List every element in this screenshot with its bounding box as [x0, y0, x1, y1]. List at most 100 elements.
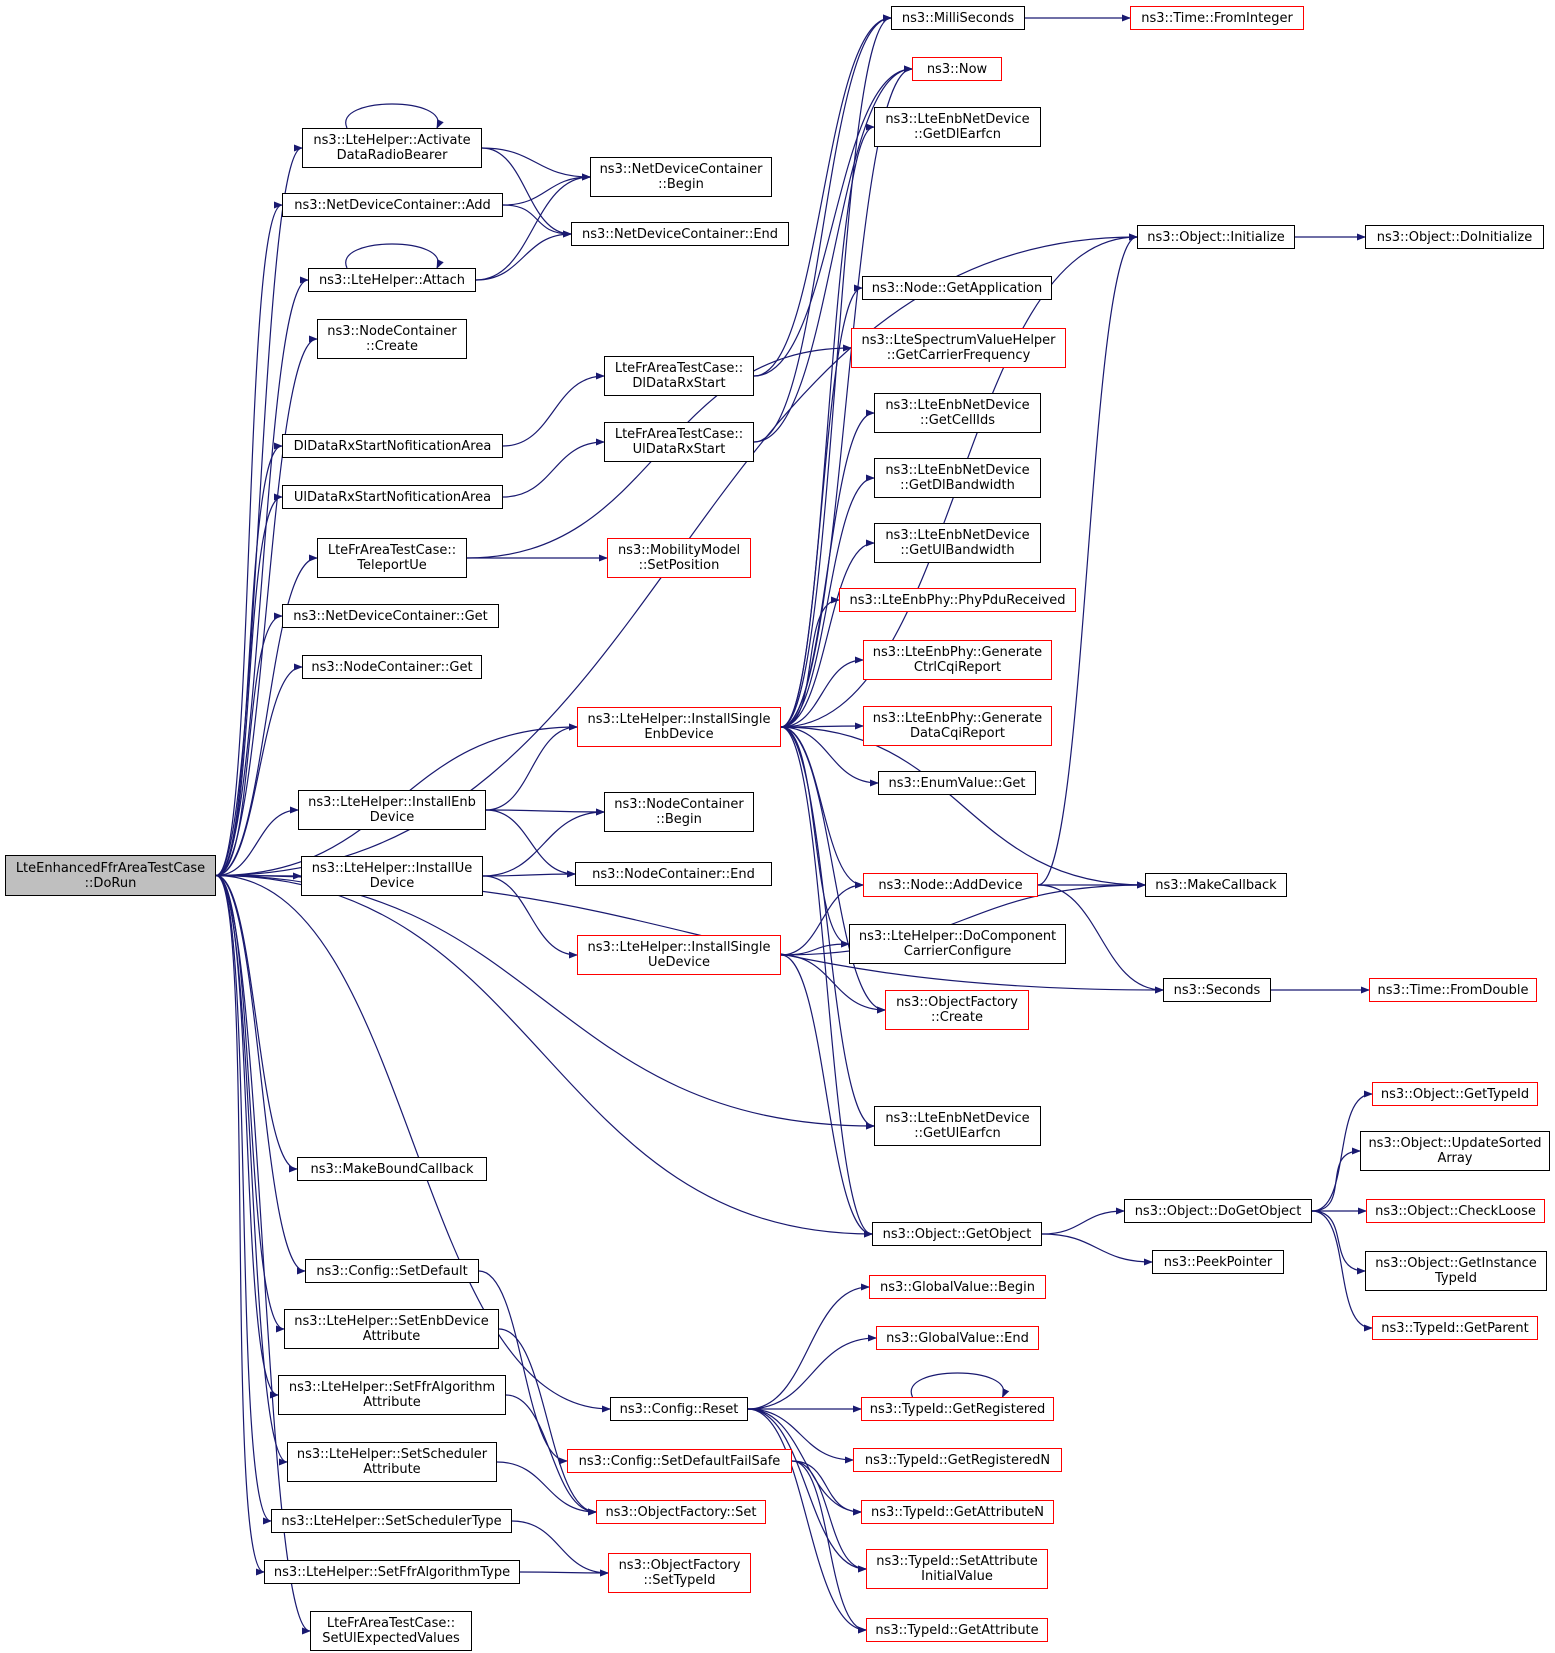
node-ndc-begin[interactable]: ns3::NetDeviceContainer ::Begin — [590, 157, 772, 197]
node-ul-rx-start[interactable]: LteFrAreaTestCase:: UlDataRxStart — [604, 422, 754, 462]
edge-cfg-reset-to-gv-end — [747, 1334, 877, 1410]
edge-layer — [215, 14, 1373, 1635]
node-node-getapp[interactable]: ns3::Node::GetApplication — [862, 276, 1052, 300]
node-gen-ctrl-cqi[interactable]: ns3::LteEnbPhy::Generate CtrlCqiReport — [863, 640, 1052, 680]
node-tid-getregistered[interactable]: ns3::TypeId::GetRegistered — [861, 1397, 1054, 1421]
node-milliseconds[interactable]: ns3::MilliSeconds — [891, 6, 1025, 30]
node-now[interactable]: ns3::Now — [912, 57, 1002, 81]
edge-attach-to-ndc-begin — [475, 173, 591, 281]
node-do-cc-config[interactable]: ns3::LteHelper::DoComponent CarrierConfi… — [849, 924, 1066, 964]
edge-install-single-enb-to-node-getapp — [780, 284, 863, 728]
node-nc-end[interactable]: ns3::NodeContainer::End — [575, 862, 772, 886]
node-gv-end[interactable]: ns3::GlobalValue::End — [876, 1326, 1039, 1350]
node-of-set[interactable]: ns3::ObjectFactory::Set — [596, 1500, 766, 1524]
node-set-ul-expected[interactable]: LteFrAreaTestCase:: SetUlExpectedValues — [310, 1611, 472, 1651]
node-tid-getregisteredn[interactable]: ns3::TypeId::GetRegisteredN — [853, 1448, 1062, 1472]
edge-ndc-add-to-ndc-end — [502, 204, 572, 238]
node-gen-data-cqi[interactable]: ns3::LteEnbPhy::Generate DataCqiReport — [863, 706, 1052, 746]
node-set-sched-type[interactable]: ns3::LteHelper::SetSchedulerType — [271, 1509, 512, 1533]
node-install-single-ue[interactable]: ns3::LteHelper::InstallSingle UeDevice — [577, 935, 781, 975]
edge-activate-to-activate — [345, 103, 444, 129]
node-get-cellids[interactable]: ns3::LteEnbNetDevice ::GetCellIds — [874, 393, 1041, 433]
node-tid-getattrn[interactable]: ns3::TypeId::GetAttributeN — [861, 1500, 1054, 1524]
node-ul-notif[interactable]: UlDataRxStartNofiticationArea — [282, 485, 503, 509]
node-set-enb-attr[interactable]: ns3::LteHelper::SetEnbDevice Attribute — [284, 1309, 499, 1349]
node-teleport[interactable]: LteFrAreaTestCase:: TeleportUe — [317, 538, 467, 578]
node-of-create[interactable]: ns3::ObjectFactory ::Create — [885, 990, 1029, 1030]
edge-ul-notif-to-ul-rx-start — [502, 438, 605, 498]
node-attach[interactable]: ns3::LteHelper::Attach — [308, 268, 476, 292]
edge-node-adddevice-to-seconds — [1037, 884, 1164, 994]
node-cfg-reset[interactable]: ns3::Config::Reset — [610, 1397, 748, 1421]
edge-set-enb-attr-to-of-set — [498, 1328, 597, 1516]
edge-set-ffr-attr-to-of-set — [505, 1394, 597, 1516]
node-spectrum-carrier[interactable]: ns3::LteSpectrumValueHelper ::GetCarrier… — [851, 328, 1066, 368]
node-peekpointer[interactable]: ns3::PeekPointer — [1152, 1250, 1284, 1274]
node-dl-notif[interactable]: DlDataRxStartNofiticationArea — [282, 434, 503, 458]
edge-activate-to-ndc-begin — [481, 147, 591, 181]
node-enum-get[interactable]: ns3::EnumValue::Get — [878, 771, 1036, 795]
node-nc-get[interactable]: ns3::NodeContainer::Get — [302, 655, 482, 679]
edge-root-to-get-ul-earfcn — [215, 874, 875, 1130]
node-time-fromdouble[interactable]: ns3::Time::FromDouble — [1369, 978, 1537, 1002]
node-obj-initialize[interactable]: ns3::Object::Initialize — [1137, 225, 1295, 249]
node-obj-gettypeid[interactable]: ns3::Object::GetTypeId — [1372, 1082, 1538, 1106]
edge-install-single-enb-to-get-ul-bw — [780, 539, 875, 728]
edge-node-adddevice-to-obj-initialize — [1037, 233, 1138, 886]
node-of-settypeid[interactable]: ns3::ObjectFactory ::SetTypeId — [608, 1553, 751, 1593]
node-tid-getattr[interactable]: ns3::TypeId::GetAttribute — [866, 1618, 1048, 1642]
node-ndc-get[interactable]: ns3::NetDeviceContainer::Get — [282, 604, 499, 628]
node-cfg-setdefault[interactable]: ns3::Config::SetDefault — [305, 1259, 479, 1283]
node-activate[interactable]: ns3::LteHelper::Activate DataRadioBearer — [302, 128, 482, 168]
node-obj-doinitialize[interactable]: ns3::Object::DoInitialize — [1365, 225, 1544, 249]
edge-cfg-reset-to-tid-getregisteredn — [747, 1408, 854, 1464]
edge-install-single-ue-to-node-adddevice — [780, 881, 864, 956]
node-get-object[interactable]: ns3::Object::GetObject — [872, 1222, 1042, 1246]
edge-root-to-ul-notif — [215, 493, 283, 877]
node-nc-begin[interactable]: ns3::NodeContainer ::Begin — [604, 792, 754, 832]
edge-cfg-reset-to-tid-setattrinit — [747, 1408, 867, 1573]
node-tid-getparent[interactable]: ns3::TypeId::GetParent — [1372, 1316, 1538, 1340]
edge-get-object-to-peekpointer — [1041, 1233, 1153, 1266]
node-seconds[interactable]: ns3::Seconds — [1163, 978, 1271, 1002]
node-phy-pdu[interactable]: ns3::LteEnbPhy::PhyPduReceived — [839, 588, 1076, 612]
node-gv-begin[interactable]: ns3::GlobalValue::Begin — [869, 1275, 1046, 1299]
node-install-enb[interactable]: ns3::LteHelper::InstallEnb Device — [298, 790, 486, 830]
node-time-frominteger[interactable]: ns3::Time::FromInteger — [1130, 6, 1304, 30]
node-ndc-add[interactable]: ns3::NetDeviceContainer::Add — [282, 193, 503, 217]
edge-root-to-set-enb-attr — [215, 874, 285, 1333]
edge-install-single-enb-to-get-cellids — [780, 409, 875, 728]
edge-attach-to-ndc-end — [475, 230, 572, 281]
node-set-ffr-attr[interactable]: ns3::LteHelper::SetFfrAlgorithm Attribut… — [278, 1375, 506, 1415]
node-set-ffr-type[interactable]: ns3::LteHelper::SetFfrAlgorithmType — [264, 1560, 520, 1584]
node-mobility-setpos[interactable]: ns3::MobilityModel ::SetPosition — [607, 538, 751, 578]
node-make-bound[interactable]: ns3::MakeBoundCallback — [297, 1157, 487, 1181]
edge-install-single-enb-to-make-callback — [780, 726, 1146, 889]
node-install-ue[interactable]: ns3::LteHelper::InstallUe Device — [301, 856, 483, 896]
node-obj-checkloose[interactable]: ns3::Object::CheckLoose — [1366, 1199, 1545, 1223]
node-get-ul-bw[interactable]: ns3::LteEnbNetDevice ::GetUlBandwidth — [874, 523, 1041, 563]
node-get-dl-earfcn[interactable]: ns3::LteEnbNetDevice ::GetDlEarfcn — [874, 107, 1041, 147]
edge-root-to-set-ffr-type — [215, 874, 265, 1576]
node-obj-getinstance[interactable]: ns3::Object::GetInstance TypeId — [1365, 1251, 1547, 1291]
node-set-sched-attr[interactable]: ns3::LteHelper::SetScheduler Attribute — [287, 1442, 497, 1482]
edge-root-to-get-object — [215, 874, 873, 1238]
node-get-dl-bw[interactable]: ns3::LteEnbNetDevice ::GetDlBandwidth — [874, 458, 1041, 498]
node-get-ul-earfcn[interactable]: ns3::LteEnbNetDevice ::GetUlEarfcn — [874, 1106, 1041, 1146]
node-dl-rx-start[interactable]: LteFrAreaTestCase:: DlDataRxStart — [604, 356, 754, 396]
node-obj-updatesorted[interactable]: ns3::Object::UpdateSorted Array — [1360, 1131, 1550, 1171]
node-nc-create[interactable]: ns3::NodeContainer ::Create — [317, 319, 467, 359]
edge-install-ue-to-install-single-ue — [482, 875, 578, 959]
edge-set-sched-type-to-of-settypeid — [511, 1520, 609, 1577]
node-make-callback[interactable]: ns3::MakeCallback — [1145, 873, 1287, 897]
edge-ul-rx-start-to-milliseconds — [753, 14, 892, 443]
node-ndc-end[interactable]: ns3::NetDeviceContainer::End — [571, 222, 789, 246]
node-install-single-enb[interactable]: ns3::LteHelper::InstallSingle EnbDevice — [577, 707, 781, 747]
edge-dl-rx-start-to-milliseconds — [753, 14, 892, 377]
node-root[interactable]: LteEnhancedFfrAreaTestCase ::DoRun — [5, 855, 216, 896]
node-node-adddevice[interactable]: ns3::Node::AddDevice — [863, 873, 1038, 897]
node-cfg-setdefaultfailsafe[interactable]: ns3::Config::SetDefaultFailSafe — [567, 1449, 792, 1473]
edge-install-single-enb-to-get-object — [780, 726, 873, 1238]
node-obj-dogetobject[interactable]: ns3::Object::DoGetObject — [1124, 1199, 1312, 1223]
node-tid-setattrinit[interactable]: ns3::TypeId::SetAttribute InitialValue — [866, 1549, 1048, 1589]
